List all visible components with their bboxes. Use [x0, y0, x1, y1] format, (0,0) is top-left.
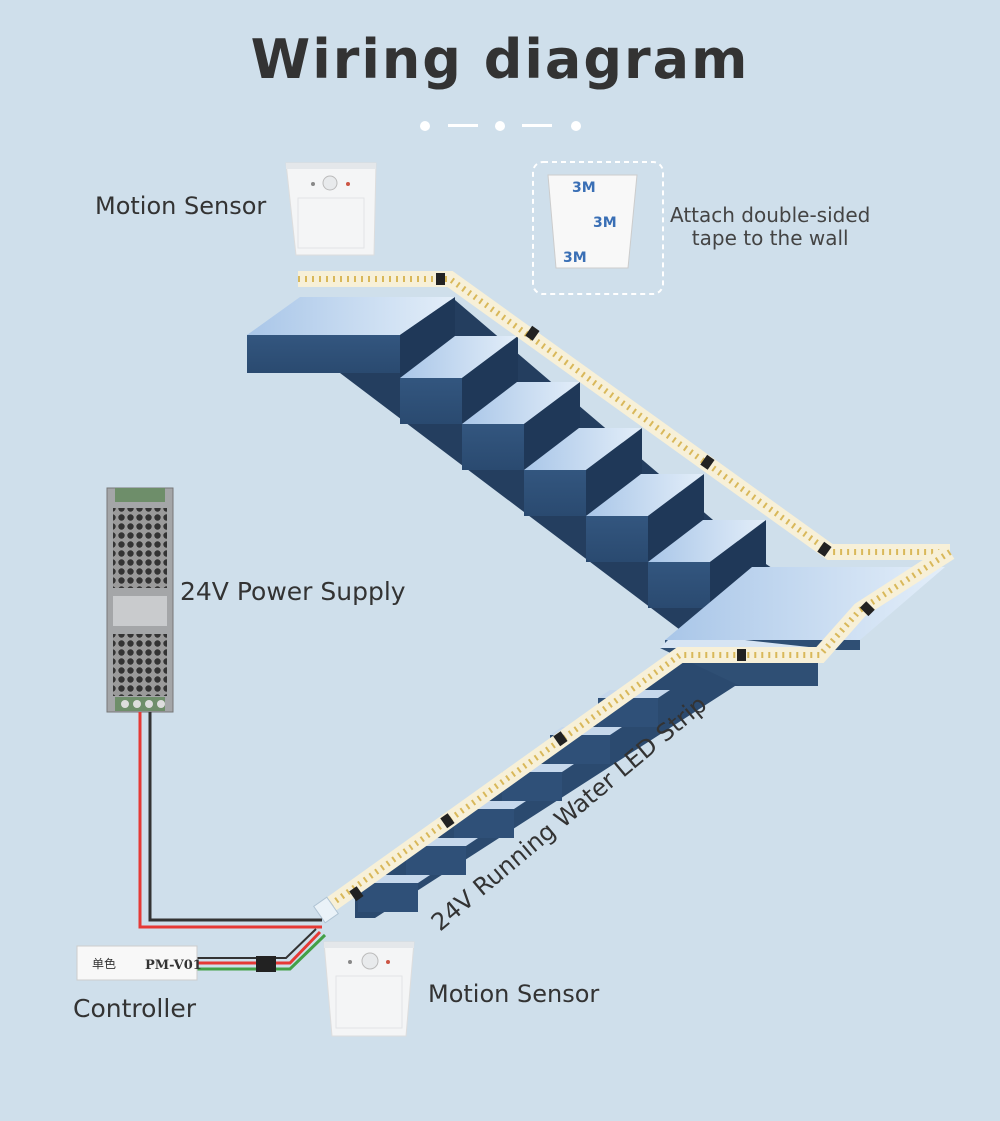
upper-step-side: [586, 428, 642, 516]
lower-staircase: [355, 640, 818, 918]
controller-label: Controller: [73, 994, 196, 1023]
tape-instruction-line2: tape to the wall: [691, 226, 849, 250]
upper-step-tread: [462, 382, 580, 424]
motion-sensor-top: [285, 162, 377, 256]
lower-step-riser: [454, 809, 514, 838]
upper-step-tread: [648, 520, 766, 562]
lower-step-riser: [406, 846, 466, 875]
title-divider: [420, 121, 581, 131]
tape-logo-3: 3M: [563, 250, 587, 266]
upper-step-side: [710, 520, 766, 608]
upper-step-tread: [400, 336, 518, 378]
upper-step-riser: [586, 516, 648, 562]
wires: [138, 712, 327, 972]
upper-step-side: [524, 382, 580, 470]
upper-step-side: [648, 474, 704, 562]
lower-step-riser: [358, 883, 418, 912]
tape-logo-2: 3M: [593, 215, 617, 231]
led-strip: [298, 271, 955, 924]
upper-staircase: [247, 297, 945, 650]
controller-box: 单色 PM-V01: [76, 945, 202, 981]
upper-step-riser: [524, 470, 586, 516]
tape-box: 3M 3M 3M: [532, 161, 664, 295]
tape-logo-1: 3M: [572, 180, 596, 196]
power-supply-label: 24V Power Supply: [180, 577, 406, 606]
motion-sensor-top-label: Motion Sensor: [95, 192, 267, 220]
upper-step-riser: [400, 378, 462, 424]
power-supply: [106, 487, 174, 713]
motion-sensor-bottom: [323, 941, 415, 1037]
page-title: Wiring diagram: [250, 28, 750, 91]
tape-instruction-line1: Attach double-sided: [670, 203, 871, 227]
upper-step-riser: [648, 562, 710, 608]
controller-model: PM-V01: [145, 958, 202, 973]
upper-step-riser: [462, 424, 524, 470]
controller-tag: 单色: [92, 957, 116, 971]
upper-step-tread: [524, 428, 642, 470]
upper-step-tread: [586, 474, 704, 516]
motion-sensor-bottom-label: Motion Sensor: [428, 980, 600, 1008]
tape-instruction: Attach double-sided tape to the wall: [670, 204, 870, 250]
upper-step-side: [462, 336, 518, 424]
